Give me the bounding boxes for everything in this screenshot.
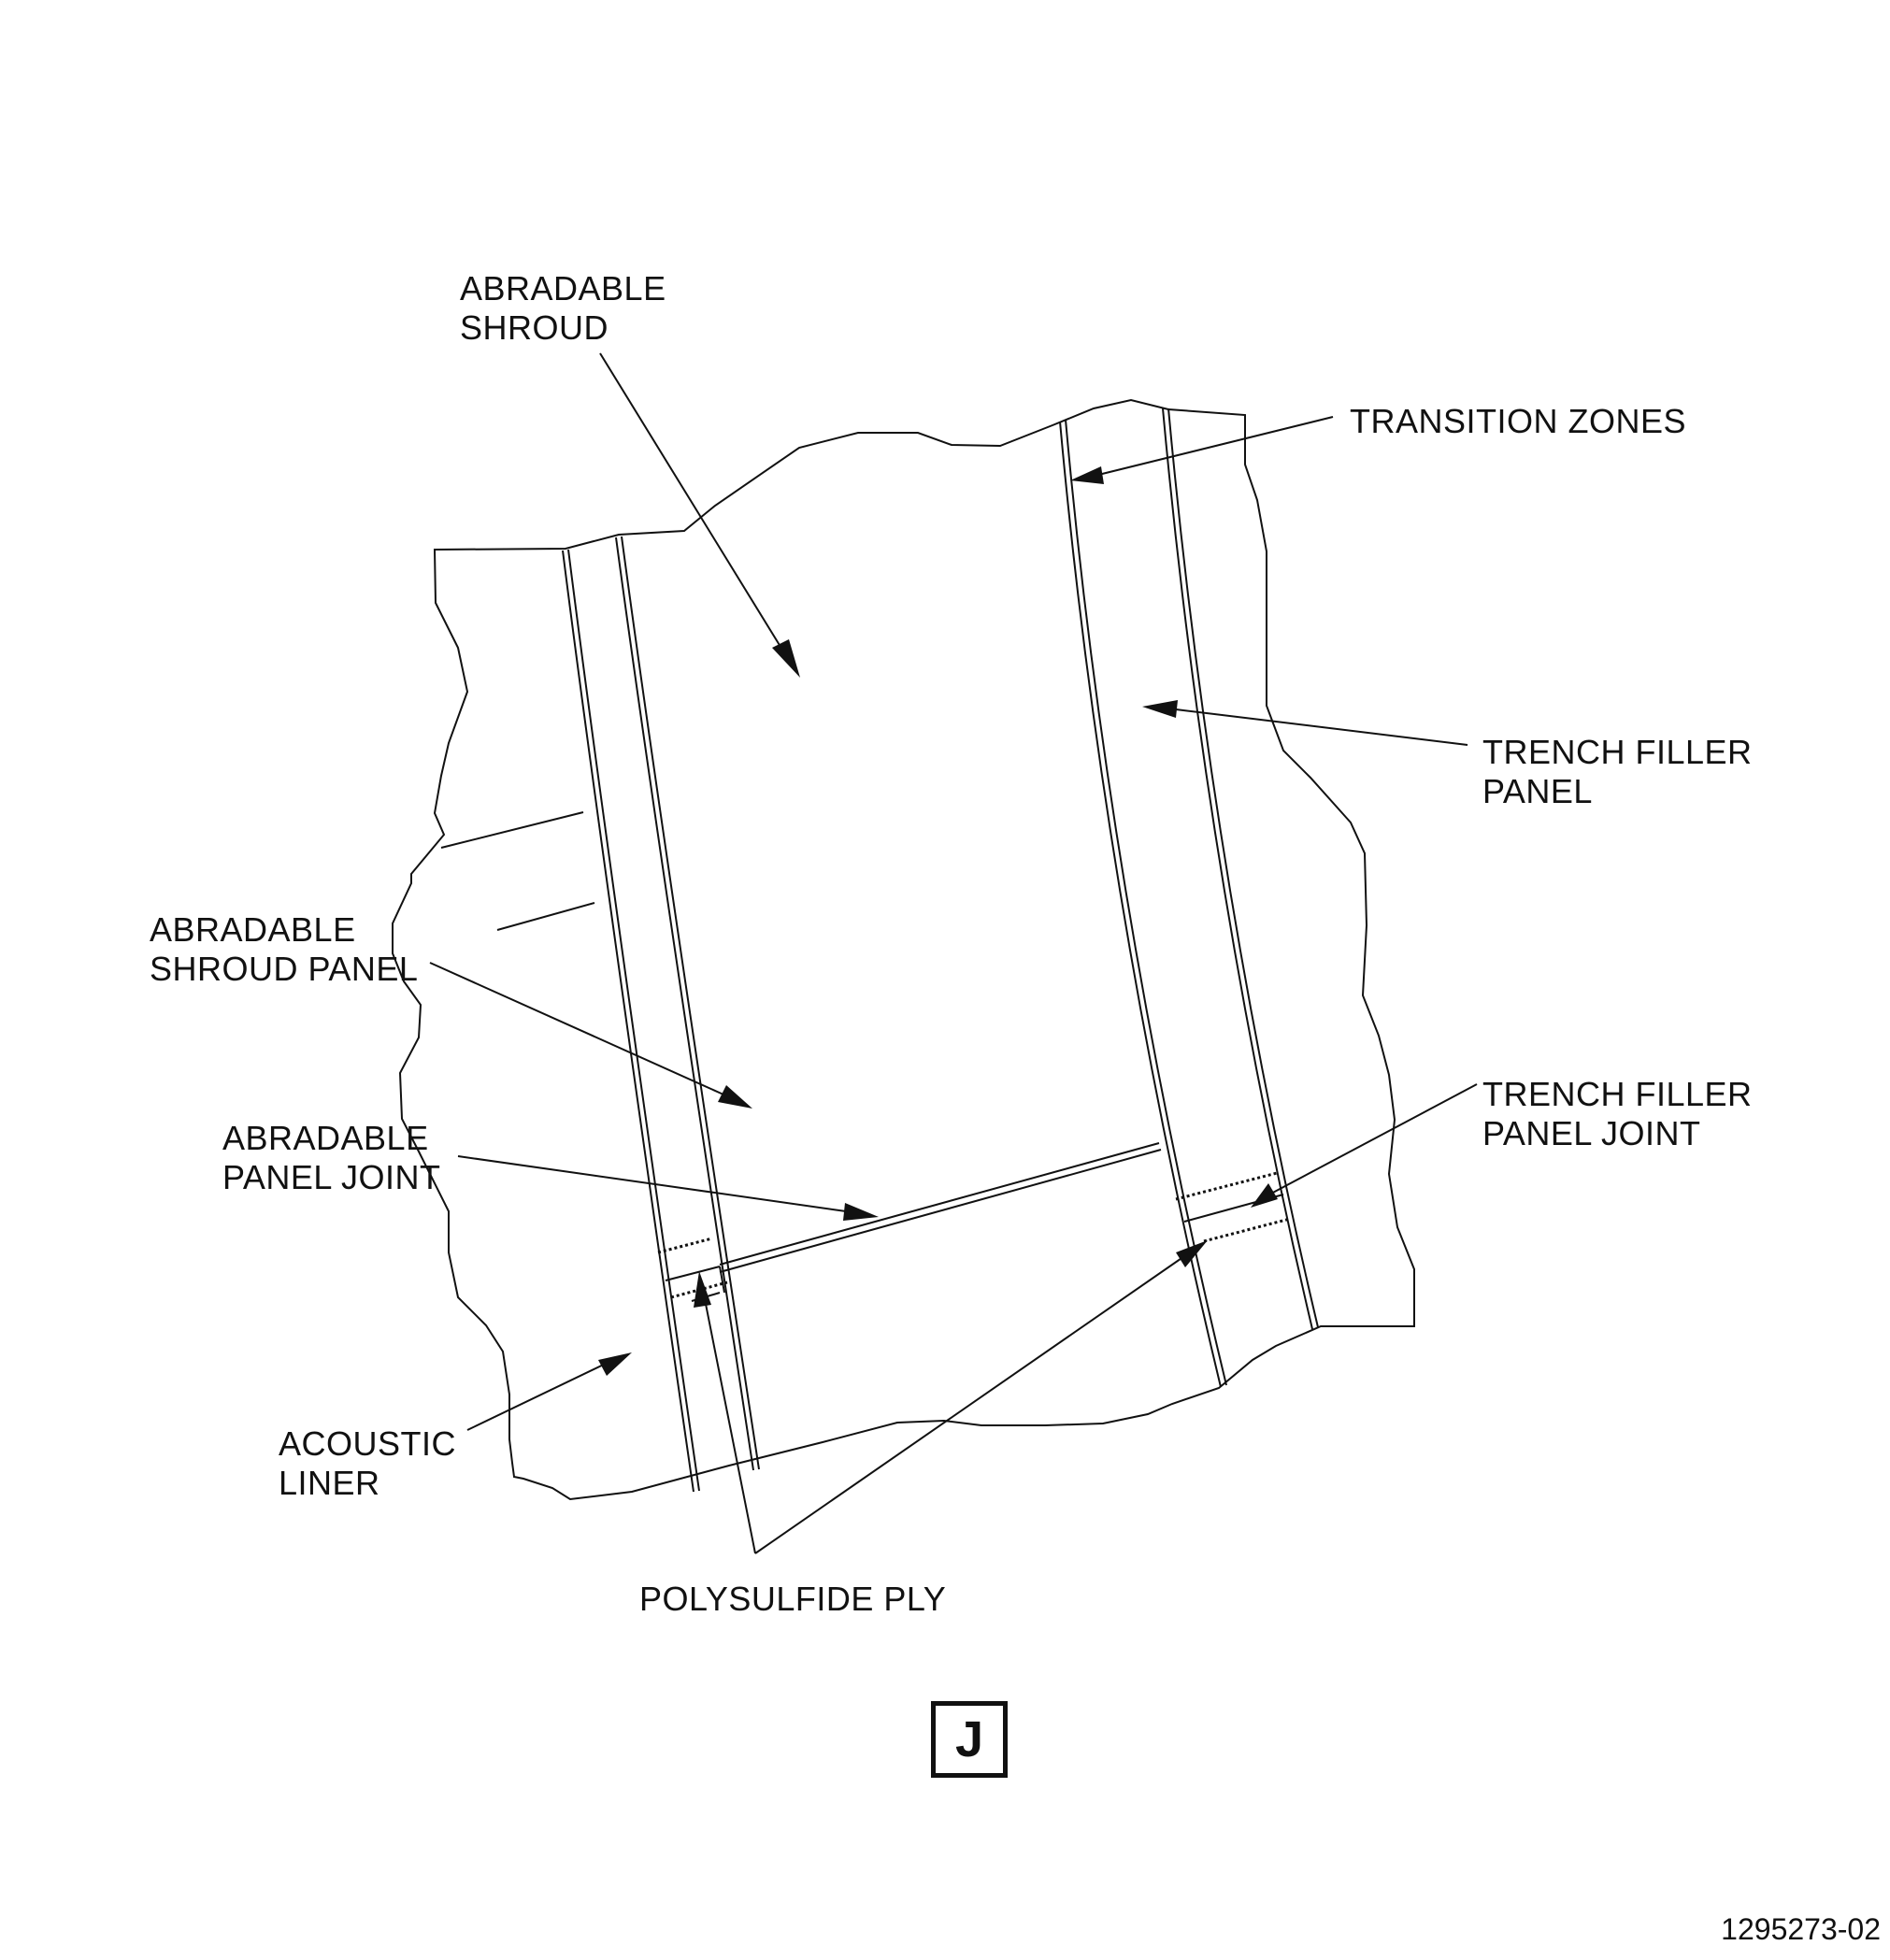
label-abradable-shroud-panel: ABRADABLE SHROUD PANEL xyxy=(150,910,419,988)
left-trench-inner-b xyxy=(622,536,759,1469)
leader-polysulfide-ply-right xyxy=(755,1254,1187,1553)
left-trench-joint-end xyxy=(720,1266,724,1293)
arrow-trench-filler-panel-joint xyxy=(1251,1183,1278,1208)
left-trench-inner-a xyxy=(616,537,753,1470)
arrow-transition-zones xyxy=(1070,466,1104,484)
arrow-polysulfide-ply-left xyxy=(694,1271,711,1308)
label-acoustic-liner: ACOUSTIC LINER xyxy=(279,1424,457,1502)
leader-abradable-shroud-panel xyxy=(430,963,723,1094)
left-trench-joint-line-a xyxy=(666,1266,720,1280)
left-ply-dotted-upper xyxy=(658,1238,712,1252)
arrow-polysulfide-ply-right xyxy=(1176,1240,1208,1267)
right-ply-dotted-lower xyxy=(1204,1219,1290,1241)
leader-polysulfide-ply-left xyxy=(703,1290,755,1553)
arrow-acoustic-liner xyxy=(598,1352,632,1376)
leader-transition-zones xyxy=(1098,417,1333,475)
leader-abradable-shroud xyxy=(600,353,785,654)
abradable-panel-joint-line-b xyxy=(720,1150,1161,1272)
arrow-abradable-shroud-panel xyxy=(718,1085,752,1109)
label-abradable-shroud: ABRADABLE SHROUD xyxy=(460,269,666,347)
abradable-panel-joint-line-a xyxy=(720,1143,1159,1265)
left-trench-outer-a xyxy=(563,551,694,1492)
right-trench-outer-b xyxy=(1066,420,1226,1385)
right-trench-inner-b xyxy=(1168,408,1318,1327)
figure-id: 1295273-02 xyxy=(1721,1912,1881,1946)
left-trench-outer-b xyxy=(568,550,699,1491)
label-trench-filler-panel: TRENCH FILLER PANEL xyxy=(1482,733,1753,810)
view-letter-box: J xyxy=(931,1701,1008,1778)
leader-trench-filler-panel xyxy=(1176,709,1468,745)
label-transition-zones: TRANSITION ZONES xyxy=(1350,402,1687,440)
section-outline xyxy=(393,400,1414,1499)
arrow-abradable-panel-joint xyxy=(843,1203,879,1221)
leader-abradable-panel-joint xyxy=(458,1156,846,1211)
arrow-abradable-shroud xyxy=(772,639,800,678)
right-trench-inner-a xyxy=(1163,408,1312,1329)
right-trench-outer-a xyxy=(1060,422,1221,1387)
right-ply-dotted-upper xyxy=(1176,1173,1277,1199)
leader-acoustic-liner xyxy=(467,1360,613,1430)
leader-trench-filler-panel-joint xyxy=(1269,1084,1477,1195)
label-polysulfide-ply: POLYSULFIDE PLY xyxy=(639,1580,947,1618)
arrow-trench-filler-panel xyxy=(1142,700,1178,718)
label-trench-filler-panel-joint: TRENCH FILLER PANEL JOINT xyxy=(1482,1075,1753,1152)
label-abradable-panel-joint: ABRADABLE PANEL JOINT xyxy=(222,1119,441,1196)
liner-cross-line-lower xyxy=(497,903,594,930)
liner-cross-line-upper xyxy=(441,812,583,848)
